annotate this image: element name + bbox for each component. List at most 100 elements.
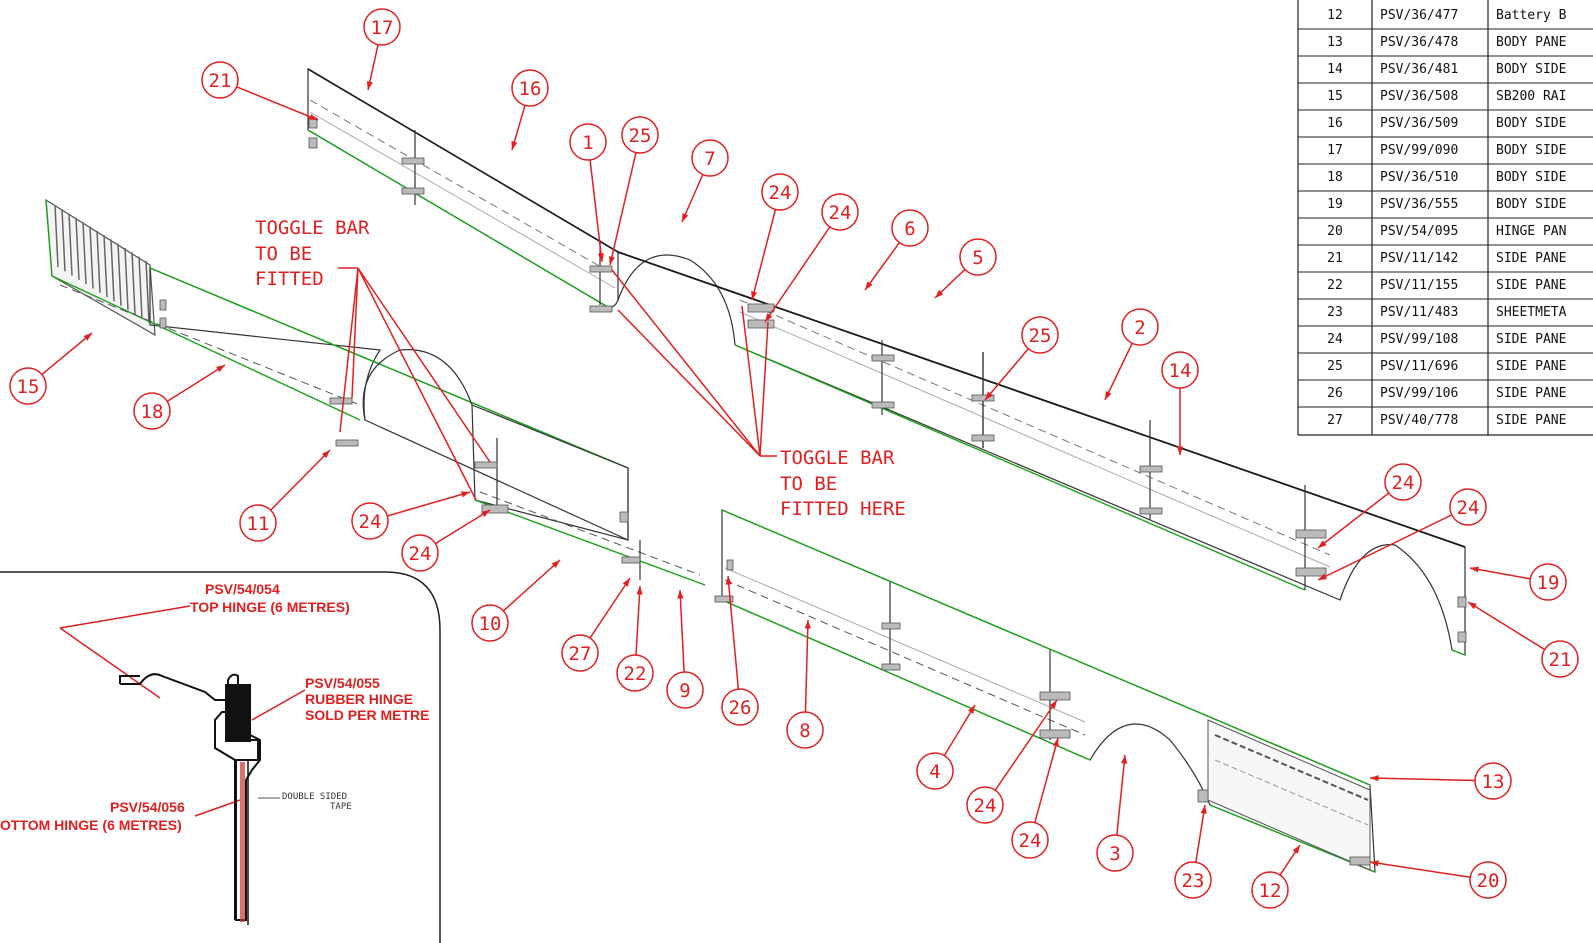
callout-leader — [727, 575, 740, 690]
upper-main-panel — [617, 251, 1466, 656]
callout-leader — [943, 704, 976, 756]
callout-leader — [1034, 737, 1059, 823]
grille-bar — [96, 230, 101, 293]
callout-24: 24 — [764, 193, 859, 323]
lower-left-panel — [149, 267, 629, 541]
callout-leader — [1369, 861, 1471, 879]
callout-arrowhead — [967, 705, 975, 714]
grille-bar — [89, 226, 94, 289]
grille-bar — [117, 243, 122, 306]
callout-leader — [41, 332, 93, 376]
hinge-profile — [119, 673, 261, 925]
upper-panel-assembly — [307, 67, 1467, 656]
bottom-hinge-code: PSV/54/056 — [110, 799, 185, 815]
toggle-center-leaders — [611, 269, 777, 457]
callout-leader — [1469, 567, 1531, 580]
part-number: PSV/11/483 — [1380, 305, 1458, 320]
part-description: SIDE PANE — [1496, 332, 1566, 347]
part-description: SB200 RAI — [1496, 89, 1566, 104]
callout-arrowhead — [985, 391, 993, 400]
lower-wheel-arch-1 — [362, 349, 476, 501]
callout-18: 18 — [133, 364, 226, 430]
callout-number: 19 — [1537, 572, 1560, 594]
grille-bar — [138, 256, 143, 319]
part-number: PSV/36/509 — [1380, 116, 1458, 131]
callout-leader — [1116, 754, 1126, 836]
callout-number: 5 — [972, 247, 983, 269]
callout-arrowhead — [597, 253, 605, 262]
toggle-center-line3: FITTED HERE — [780, 498, 906, 520]
callout-arrowhead — [551, 560, 560, 568]
callout-number: 15 — [17, 376, 40, 398]
callout-20: 20 — [1369, 860, 1507, 899]
callout-leader — [609, 152, 637, 266]
callout-number: 12 — [1259, 880, 1282, 902]
item-number: 13 — [1327, 35, 1343, 50]
callout-24: 24 — [1317, 463, 1422, 549]
callout-arrowhead — [321, 450, 330, 459]
part-number: PSV/54/095 — [1380, 224, 1458, 239]
upper-left-top-edge — [307, 68, 619, 253]
lower-right-solid — [724, 567, 1086, 723]
lower-left-top-edge — [149, 267, 629, 469]
callout-24: 24 — [1011, 737, 1059, 859]
callout-number: 20 — [1477, 870, 1500, 892]
callout-circle — [1121, 308, 1159, 346]
callout-4: 4 — [916, 704, 976, 790]
callout-arrowhead — [1121, 755, 1128, 764]
callout-number: 16 — [519, 78, 542, 100]
upper-rail-solid-2 — [739, 311, 1331, 568]
grille-bar — [68, 213, 73, 276]
callout-number: 24 — [974, 795, 997, 817]
lower-panel-assembly — [45, 198, 1376, 873]
callout-leader — [1317, 514, 1453, 581]
callout-leader — [681, 174, 704, 223]
rubber-hinge-code: PSV/54/055 — [305, 675, 380, 691]
callout-number: 27 — [569, 643, 592, 665]
lower-clips — [159, 299, 1371, 866]
part-description: SIDE PANE — [1496, 386, 1566, 401]
callout-13: 13 — [1369, 762, 1512, 800]
callout-arrowhead — [1318, 573, 1327, 580]
part-number: PSV/99/090 — [1380, 143, 1458, 158]
callout-arrowhead — [1052, 738, 1059, 747]
part-number: PSV/36/481 — [1380, 62, 1458, 77]
callout-arrowhead — [1370, 775, 1379, 782]
callout-circle — [1011, 821, 1049, 859]
toggle-center-line1: TOGGLE BAR — [780, 447, 895, 469]
callout-leader — [751, 209, 777, 301]
callout-2: 2 — [1104, 308, 1159, 401]
tape-label-1: DOUBLE SIDED — [282, 792, 347, 802]
part-number: PSV/11/696 — [1380, 359, 1458, 374]
callout-circle — [786, 711, 824, 749]
callout-21: 21 — [1467, 601, 1579, 678]
grille-bar — [131, 252, 136, 315]
callout-circle — [1174, 861, 1212, 899]
callout-arrowhead — [1370, 860, 1379, 867]
item-number: 24 — [1327, 332, 1343, 347]
callout-leader — [864, 242, 901, 291]
part-description: SIDE PANE — [1496, 413, 1566, 428]
callout-arrowhead — [1176, 446, 1184, 455]
callout-arrowhead — [83, 333, 92, 341]
callout-leader — [1195, 804, 1206, 863]
callout-24: 24 — [401, 509, 491, 572]
callout-circle — [363, 8, 401, 46]
battery-box — [1207, 719, 1371, 871]
part-description: BODY SIDE — [1496, 170, 1566, 185]
top-hinge-code: PSV/54/054 — [205, 581, 280, 597]
callout-3: 3 — [1096, 754, 1134, 872]
grille-bar — [82, 222, 87, 285]
part-number: PSV/36/508 — [1380, 89, 1458, 104]
grille-bar — [110, 239, 115, 302]
item-number: 17 — [1327, 143, 1343, 158]
toggle-center-line2: TO BE — [780, 473, 837, 495]
callout-24: 24 — [966, 699, 1058, 824]
callout-leader — [1467, 601, 1546, 651]
callout-leader — [764, 226, 831, 323]
